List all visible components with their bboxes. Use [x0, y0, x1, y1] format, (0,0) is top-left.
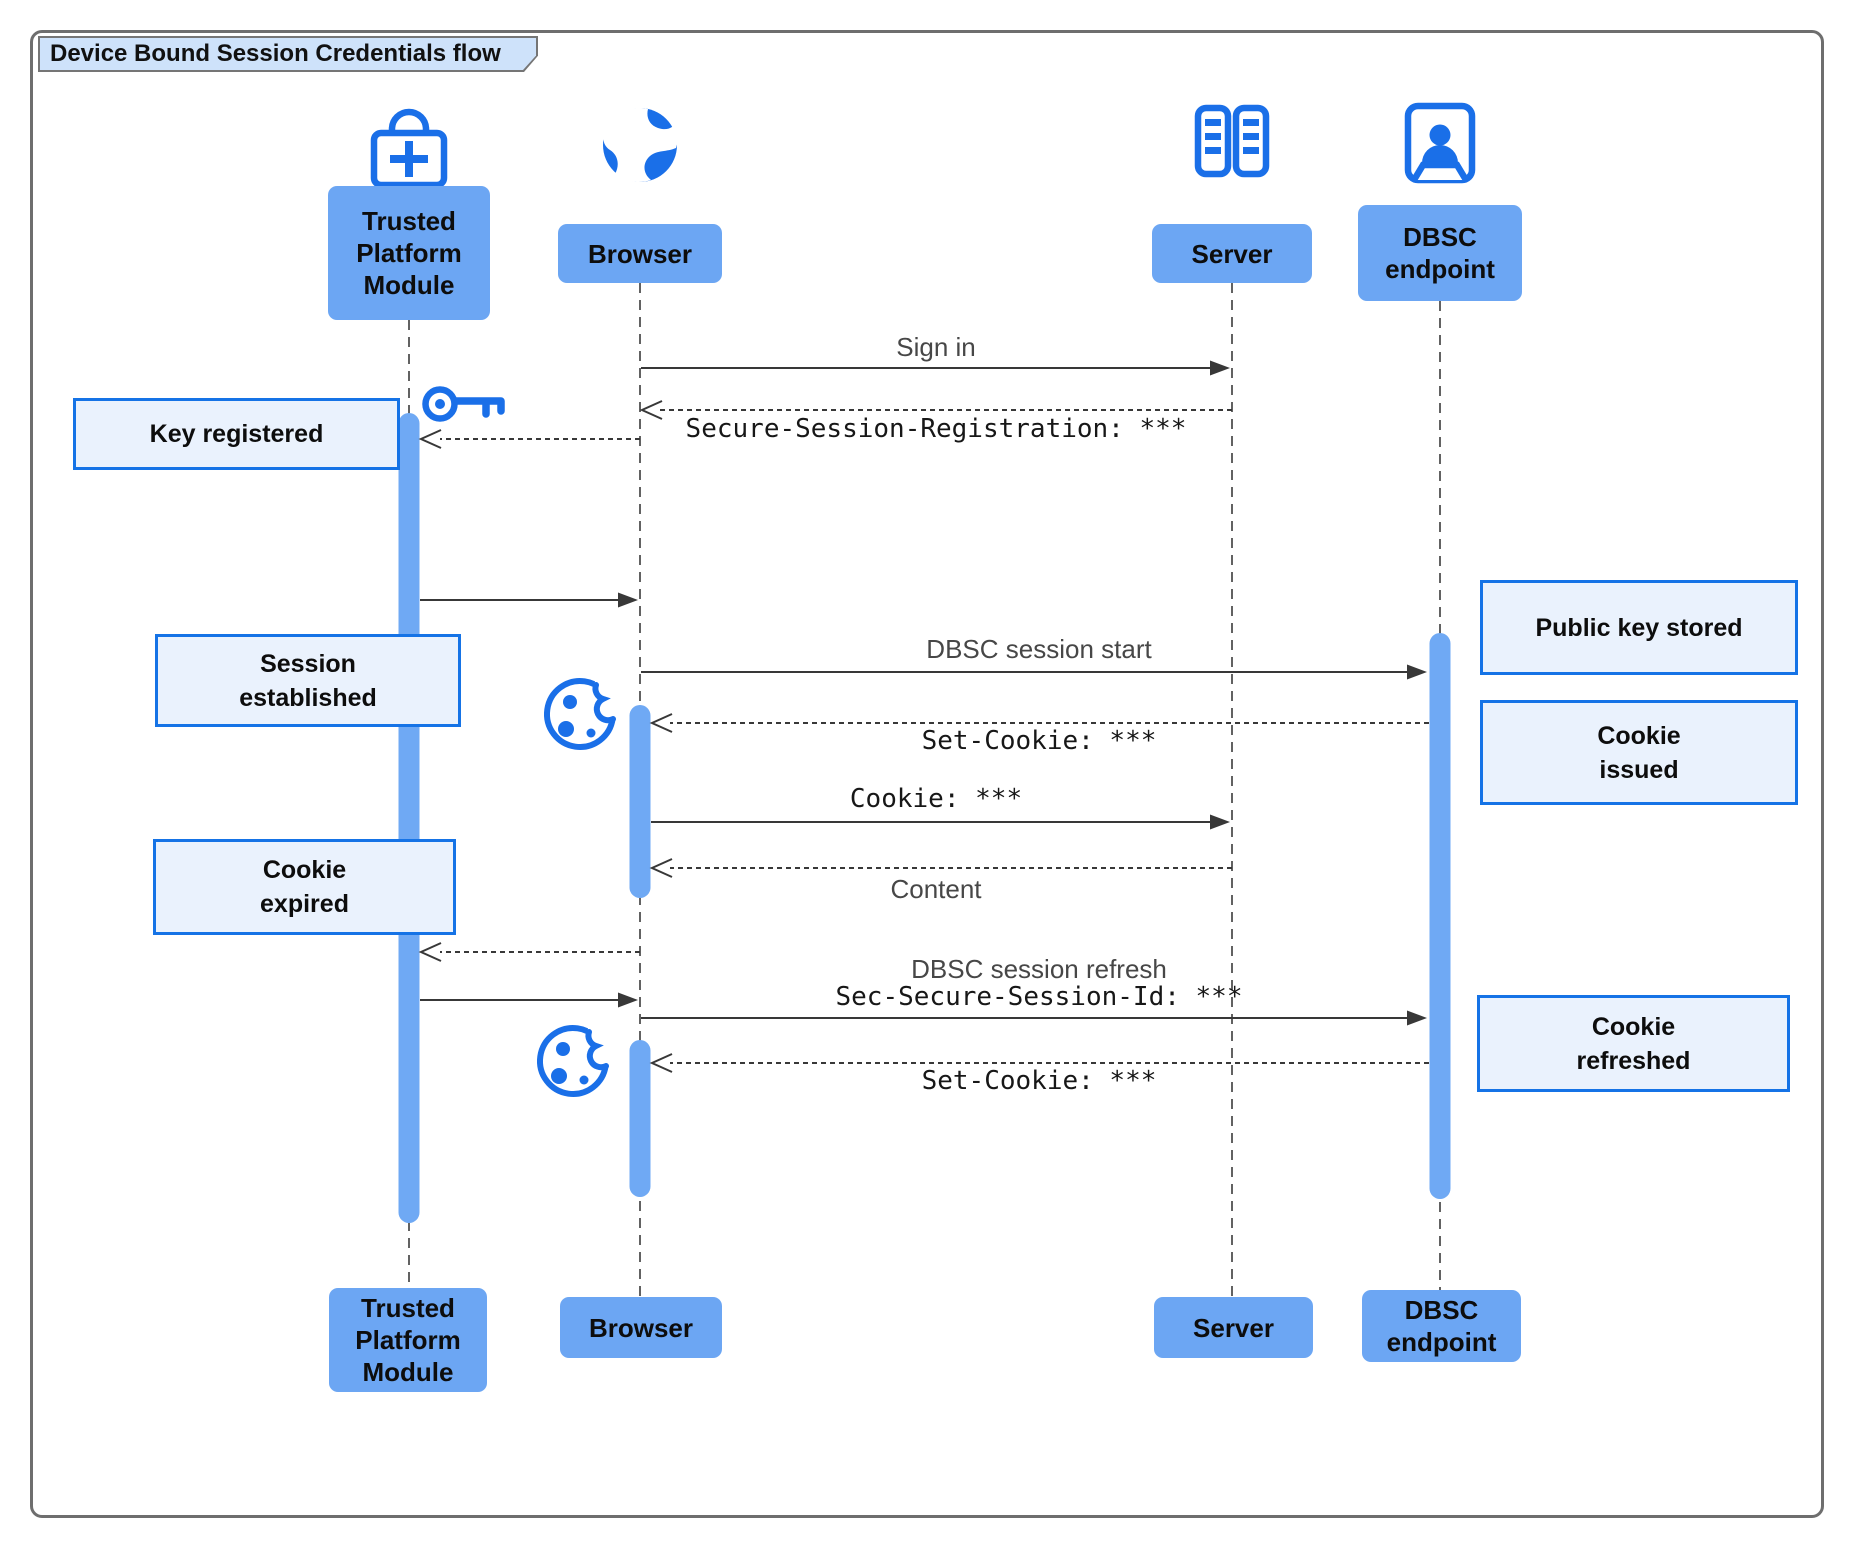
- activation-bars: [398, 413, 1451, 1223]
- label-cookie: Cookie: ***: [849, 784, 1023, 814]
- open-arrowhead: [639, 400, 663, 420]
- label-set-cookie-1: Set-Cookie: ***: [921, 726, 1157, 756]
- note-cookie-expired: Cookie expired: [153, 839, 456, 935]
- actor-bottom-tpm: Trusted Platform Module: [329, 1288, 487, 1392]
- diagram-frame: [30, 30, 1824, 1518]
- arrowhead: [1407, 1010, 1427, 1026]
- label-dbsc-session-start: DBSC session start: [926, 634, 1152, 664]
- dashed-arrows: [440, 409, 1429, 1064]
- solid-arrows: [420, 367, 1409, 1019]
- open-arrowhead: [418, 942, 442, 962]
- activation-dbsc: [1429, 633, 1451, 1199]
- activation-browser-2: [629, 1040, 651, 1197]
- activation-tpm: [398, 413, 420, 1223]
- actor-bottom-dbsc: DBSC endpoint: [1362, 1290, 1521, 1362]
- note-cookie-issued: Cookie issued: [1480, 700, 1798, 805]
- note-key-registered: Key registered: [73, 398, 400, 470]
- server-rack-icon: [1194, 104, 1270, 178]
- id-badge-icon: [1404, 102, 1476, 184]
- arrowhead: [1210, 814, 1230, 830]
- globe-icon: [603, 107, 679, 182]
- open-arrowhead: [649, 858, 673, 878]
- key-icon: [422, 386, 505, 422]
- arrowhead: [1407, 664, 1427, 680]
- actor-top-tpm: Trusted Platform Module: [328, 186, 490, 320]
- label-secure-session-registration: Secure-Session-Registration: ***: [685, 414, 1187, 444]
- open-arrowhead: [649, 1053, 673, 1073]
- arrowhead: [618, 992, 638, 1008]
- actor-bottom-browser: Browser: [560, 1297, 722, 1358]
- arrowhead: [618, 592, 638, 608]
- label-sign-in: Sign in: [896, 332, 976, 362]
- open-arrowhead: [649, 713, 673, 733]
- label-dbsc-session-refresh: DBSC session refresh: [911, 954, 1167, 984]
- cookie-icon: [537, 1025, 609, 1097]
- arrowhead: [1210, 360, 1230, 376]
- actor-bottom-server: Server: [1154, 1297, 1313, 1358]
- solid-arrowheads: [618, 360, 1427, 1026]
- note-session-established: Session established: [155, 634, 461, 727]
- diagram-title-tab: Device Bound Session Credentials flow: [38, 36, 538, 72]
- open-arrowhead: [418, 429, 442, 449]
- actor-top-server: Server: [1152, 224, 1312, 283]
- label-sec-secure-session-id: Sec-Secure-Session-Id: ***: [835, 982, 1243, 1012]
- activation-browser-1: [629, 705, 651, 898]
- label-set-cookie-2: Set-Cookie: ***: [921, 1066, 1157, 1096]
- actor-top-browser: Browser: [558, 224, 722, 283]
- note-public-key-stored: Public key stored: [1480, 580, 1798, 675]
- lock-plus-icon: [370, 108, 448, 189]
- note-cookie-refreshed: Cookie refreshed: [1477, 995, 1790, 1092]
- cookie-icon: [544, 678, 616, 750]
- label-content: Content: [890, 874, 982, 904]
- diagram-title: Device Bound Session Credentials flow: [40, 38, 536, 70]
- actor-top-dbsc: DBSC endpoint: [1358, 205, 1522, 301]
- open-arrowheads: [418, 400, 673, 1073]
